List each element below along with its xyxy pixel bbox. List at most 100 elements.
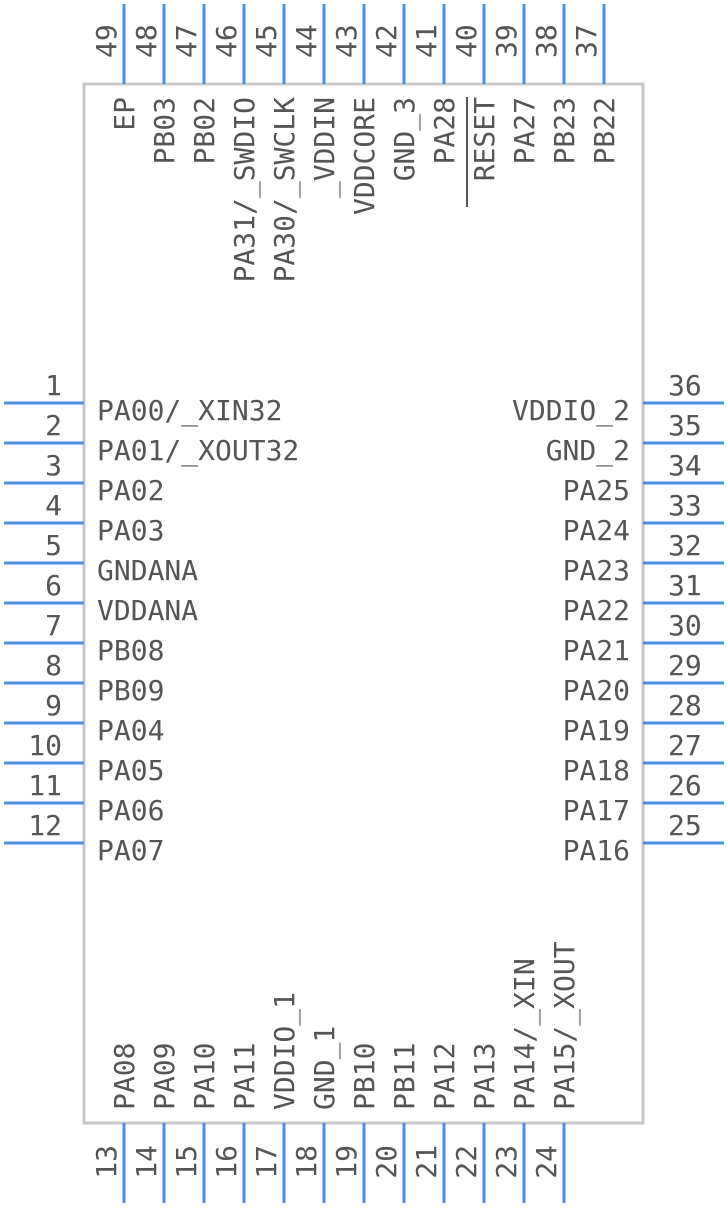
pin-14: 14 PA09 <box>130 1043 181 1203</box>
pin-label: VDDANA <box>97 594 198 627</box>
pin-number: 48 <box>130 24 163 58</box>
pin-label: PA27 <box>508 97 541 164</box>
pin-22: 22 PA13 <box>450 1043 501 1203</box>
pin-number: 32 <box>668 529 702 562</box>
pin-label: PA19 <box>563 714 630 747</box>
pin-label: PA14/_XIN <box>508 958 542 1110</box>
pin-label: PB08 <box>97 634 164 667</box>
pin-label: PA13 <box>468 1043 501 1110</box>
pin-number: 33 <box>668 489 702 522</box>
pin-number: 30 <box>668 609 702 642</box>
pin-number: 37 <box>570 24 603 58</box>
pin-label: PA30/_SWCLK <box>268 97 302 283</box>
pin-label: PA03 <box>97 514 164 547</box>
pin-number: 6 <box>45 569 62 602</box>
pin-number: 18 <box>290 1145 323 1179</box>
pin-number: 25 <box>668 809 702 842</box>
pin-label: PA18 <box>563 754 630 787</box>
pin-number: 49 <box>90 24 123 58</box>
pin-number: 40 <box>450 24 483 58</box>
pin-label: PA21 <box>563 634 630 667</box>
pin-number: 21 <box>410 1145 443 1179</box>
pin-label: VDDIO_2 <box>512 394 630 428</box>
pin-label: PB09 <box>97 674 164 707</box>
pin-label: PA11 <box>228 1043 261 1110</box>
pin-18: 18 GND_1 <box>290 1026 342 1203</box>
pin-number: 27 <box>668 729 702 762</box>
pin-label: PA23 <box>563 554 630 587</box>
pin-number: 35 <box>668 409 702 442</box>
pin-number: 39 <box>490 24 523 58</box>
pin-label: PB10 <box>348 1043 381 1110</box>
top-pins: 49EP48PB0347PB0246PA31/_SWDIO45PA30/_SWC… <box>90 4 621 282</box>
pin-number: 44 <box>290 24 323 58</box>
pin-label: GND_1 <box>308 1026 342 1110</box>
pin-label: GND_3 <box>388 97 422 181</box>
pin-number: 5 <box>45 529 62 562</box>
pin-number: 17 <box>250 1145 283 1179</box>
pin-number: 26 <box>668 769 702 802</box>
pin-number: 31 <box>668 569 702 602</box>
pin-label: PA04 <box>97 714 164 747</box>
pin-number: 14 <box>130 1145 163 1179</box>
pin-number: 16 <box>210 1145 243 1179</box>
pin-label: GNDANA <box>97 554 198 587</box>
pin-label: PA31/_SWDIO <box>228 97 262 282</box>
pin-label: PA08 <box>108 1043 141 1110</box>
pin-label: PA01/_XOUT32 <box>97 434 299 468</box>
pin-label: PA25 <box>563 474 630 507</box>
pin-label: VDDCORE <box>348 97 381 215</box>
pin-label: PA16 <box>563 834 630 867</box>
pin-number: 22 <box>450 1145 483 1179</box>
pin-label: PA17 <box>563 794 630 827</box>
pin-label: PA15/_XOUT <box>548 941 582 1110</box>
pin-number: 36 <box>668 369 702 402</box>
pin-label: PB03 <box>148 97 181 164</box>
pin-number: 8 <box>45 649 62 682</box>
pin-label: PB23 <box>548 97 581 164</box>
pin-label: GND_2 <box>546 434 630 468</box>
pin-44: 44 _VDDIN <box>290 4 342 198</box>
pin-number: 3 <box>45 449 62 482</box>
pin-number: 15 <box>170 1145 203 1179</box>
pin-number: 12 <box>28 809 62 842</box>
pin-label: PA10 <box>188 1043 221 1110</box>
pin-label: PA05 <box>97 754 164 787</box>
pin-label: PA09 <box>148 1043 181 1110</box>
pin-16: 16 PA11 <box>210 1043 261 1203</box>
pin-label: PA22 <box>563 594 630 627</box>
pin-number: 42 <box>370 24 403 58</box>
pin-label: PA00/_XIN32 <box>97 394 282 428</box>
pin-label: PB02 <box>188 97 221 164</box>
pin-label: _VDDIN <box>308 97 342 198</box>
pin-label: PB22 <box>588 97 621 164</box>
